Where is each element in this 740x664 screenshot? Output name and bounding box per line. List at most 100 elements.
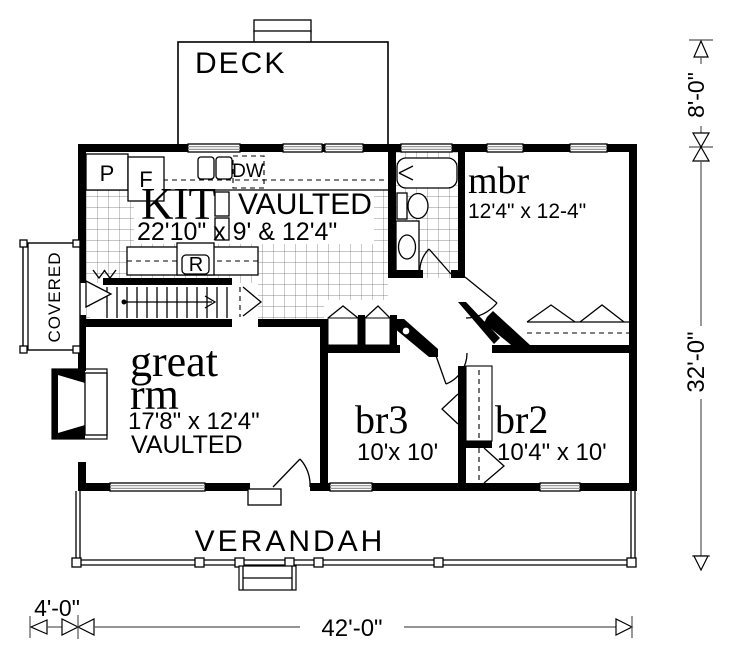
br3-door-swing xyxy=(445,352,468,385)
dim-arrow-up xyxy=(693,39,709,58)
fireplace xyxy=(51,368,108,440)
mbr-dims: 12'4" x 12-4" xyxy=(468,200,586,223)
kitchen-fixtures xyxy=(85,153,388,319)
greatroom-north-wall xyxy=(78,319,232,327)
dimension-right xyxy=(689,39,713,572)
br3-br2-wall xyxy=(458,366,466,441)
verandah-label: VERANDAH xyxy=(195,525,386,558)
stair-direction-arrow xyxy=(204,295,217,309)
windows xyxy=(109,143,608,492)
kitchen-bath-wall xyxy=(388,152,396,278)
greatroom-dims: 17'8" x 12'4" xyxy=(128,408,260,435)
dim-arrow-right xyxy=(615,618,634,636)
fridge-label: F xyxy=(139,167,152,192)
br3-door-leaf xyxy=(434,352,447,385)
bifold-door-chevron xyxy=(526,304,576,323)
deck-outline xyxy=(177,19,389,147)
greatroom-vaulted-label: VAULTED xyxy=(131,431,243,459)
covered-porch xyxy=(19,239,81,354)
br3-closet-door xyxy=(441,393,459,425)
window xyxy=(282,143,323,153)
mbr-door-leaf xyxy=(464,276,498,304)
bathtub xyxy=(396,157,458,189)
dim-bowtie xyxy=(691,132,711,149)
dishwasher-label: DW xyxy=(232,161,264,182)
br2-name: br2 xyxy=(495,397,548,442)
dim-overall-depth: 32'-0" xyxy=(683,331,710,392)
mbr-name: mbr xyxy=(468,160,530,202)
kitchen-cabinet-box xyxy=(214,191,230,217)
window xyxy=(324,143,364,153)
greatroom-name-line2: rm xyxy=(130,370,179,419)
br2-closet-door xyxy=(483,447,505,484)
bifold-door-chevron xyxy=(579,304,625,323)
fridge xyxy=(127,156,165,202)
mbr-south-wall xyxy=(492,345,637,353)
dim-arrow-down xyxy=(693,555,709,572)
dishwasher-outline xyxy=(232,155,265,189)
stairs xyxy=(90,269,232,319)
vanity-sink xyxy=(397,234,417,260)
toilet-bowl xyxy=(407,192,429,220)
dim-overall-width: 42'-0" xyxy=(321,615,382,642)
door-knob-circle xyxy=(401,326,411,336)
walls xyxy=(78,144,637,491)
bath-mbr-wall xyxy=(458,152,465,277)
br2-door-swing xyxy=(503,325,531,350)
deck-label: DECK xyxy=(195,47,286,80)
verandah-structure xyxy=(71,491,637,591)
window xyxy=(187,143,241,153)
kitchen-name: KIT xyxy=(141,179,216,229)
toilet-tank xyxy=(396,192,408,220)
pantry-label: P xyxy=(100,161,115,186)
kitchen-vaulted-label: VAULTED xyxy=(238,188,372,221)
dimension-bottom xyxy=(29,615,634,639)
br3-dims: 10'x 10' xyxy=(357,439,438,466)
sink-bowl-right xyxy=(215,156,233,180)
front-stoop xyxy=(247,488,282,506)
window xyxy=(486,143,524,153)
dim-bowtie xyxy=(61,618,80,636)
stair-wall xyxy=(103,278,232,285)
greatroom-br3-wall xyxy=(320,327,328,491)
br3-north-wall xyxy=(328,345,400,353)
window xyxy=(539,482,581,492)
window xyxy=(329,482,373,492)
doors xyxy=(85,248,531,506)
br2-dims: 10'4" x 10' xyxy=(497,439,607,466)
verandah-posts xyxy=(71,557,637,568)
verandah-door-leaf xyxy=(272,458,301,488)
greatroom-name-line1: great xyxy=(130,337,218,386)
dim-bowtie xyxy=(76,618,95,636)
bifold-door-chevron xyxy=(327,305,359,319)
dim-bowtie xyxy=(691,145,711,162)
dim-porch-projection: 4'-0" xyxy=(34,595,80,621)
porch-entry-door xyxy=(85,279,113,309)
deck-steps xyxy=(253,19,312,33)
window xyxy=(109,482,206,492)
dim-deck-depth: 8'-0" xyxy=(683,72,709,118)
closets xyxy=(327,304,629,442)
window xyxy=(569,143,608,153)
br3-name: br3 xyxy=(355,397,408,442)
hall-angled-wall-sw xyxy=(394,319,438,357)
sink-bowl-left xyxy=(197,156,215,180)
kitchen-dims: 22'10" x 9' & 12'4" xyxy=(137,218,337,246)
hearth xyxy=(84,372,108,436)
verandah-door-swing xyxy=(299,458,311,488)
bath-door-swing xyxy=(419,248,430,275)
bath-door-leaf xyxy=(428,248,452,275)
stair-hall-door xyxy=(242,286,263,317)
hall-angled-wall-ne xyxy=(458,302,500,344)
entry-arrow xyxy=(92,269,106,280)
range-label: R xyxy=(189,254,203,276)
range-inner xyxy=(181,254,210,275)
verandah-steps xyxy=(238,565,297,591)
kitchen-cabinet-box xyxy=(214,217,230,241)
mbr-door-swing xyxy=(465,302,498,319)
covered-porch-label: COVERED xyxy=(45,251,64,342)
dim-arrow-left xyxy=(29,619,48,635)
bifold-door-chevron xyxy=(364,305,391,319)
